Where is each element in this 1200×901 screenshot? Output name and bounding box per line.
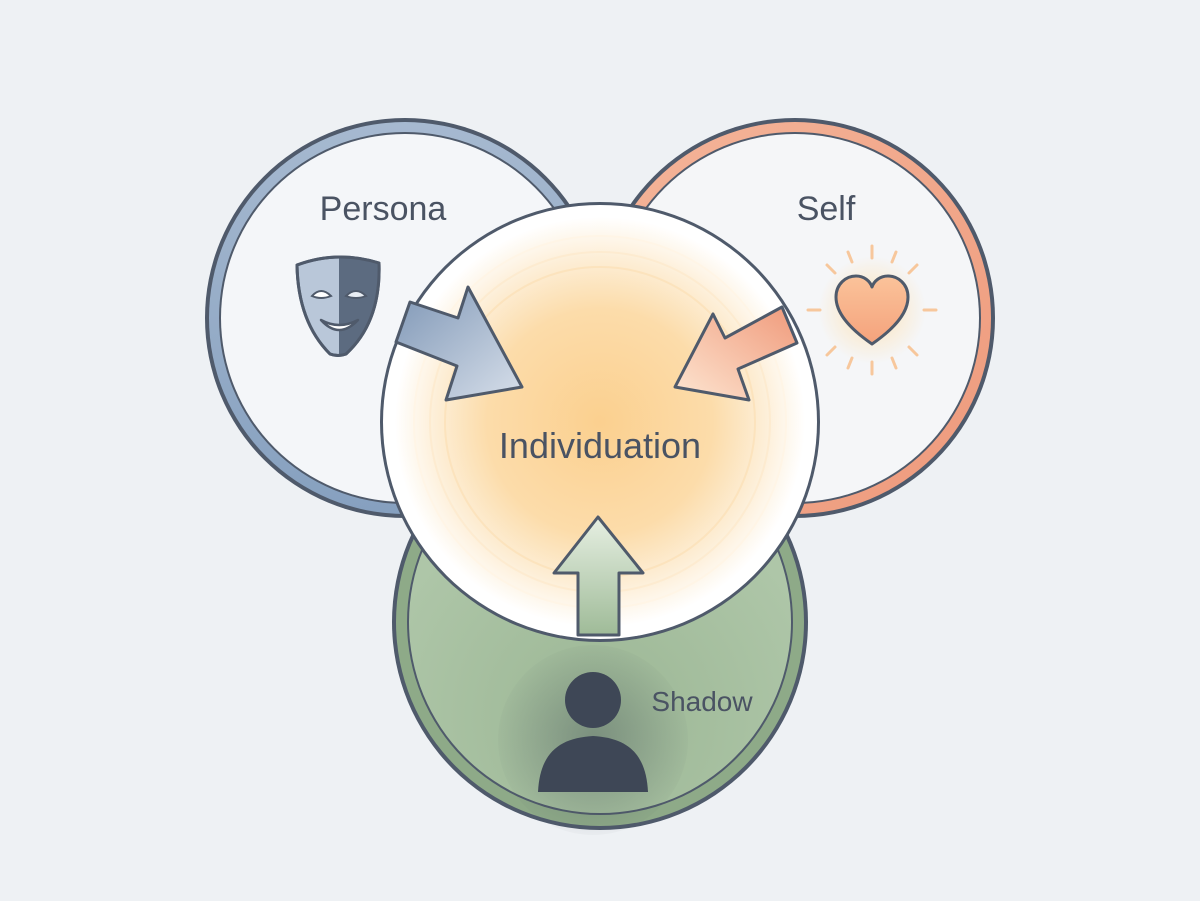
shadow-arrow bbox=[552, 515, 645, 637]
self-arrow bbox=[673, 305, 799, 402]
shadow-label: Shadow bbox=[651, 686, 753, 717]
individuation-label: Individuation bbox=[499, 425, 701, 466]
individuation-circle bbox=[380, 202, 820, 642]
persona-label: Persona bbox=[320, 190, 447, 228]
theater-mask-icon bbox=[295, 255, 381, 357]
self-label: Self bbox=[797, 190, 856, 228]
glowing-heart-icon bbox=[806, 244, 938, 376]
dark-silhouette-icon bbox=[498, 645, 688, 835]
persona-arrow bbox=[394, 285, 524, 402]
